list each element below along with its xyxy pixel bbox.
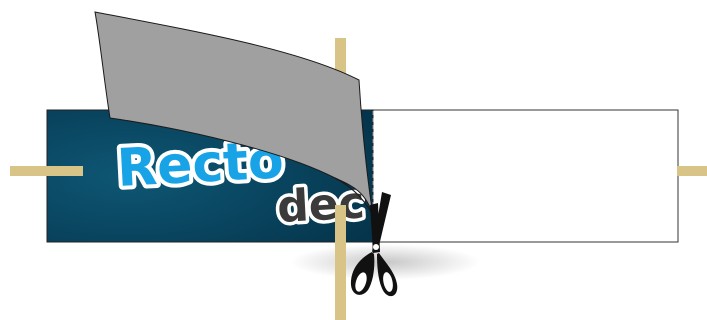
- cut-guide-left: [10, 166, 83, 176]
- cut-guide-bottom: [335, 238, 346, 320]
- scissors-icon: [350, 192, 398, 297]
- paper-curl-edge: [334, 177, 374, 216]
- cut-guide-over-decal: [335, 205, 346, 240]
- peeled-backing-paper: [94, 11, 374, 216]
- cut-guide-right: [677, 166, 707, 176]
